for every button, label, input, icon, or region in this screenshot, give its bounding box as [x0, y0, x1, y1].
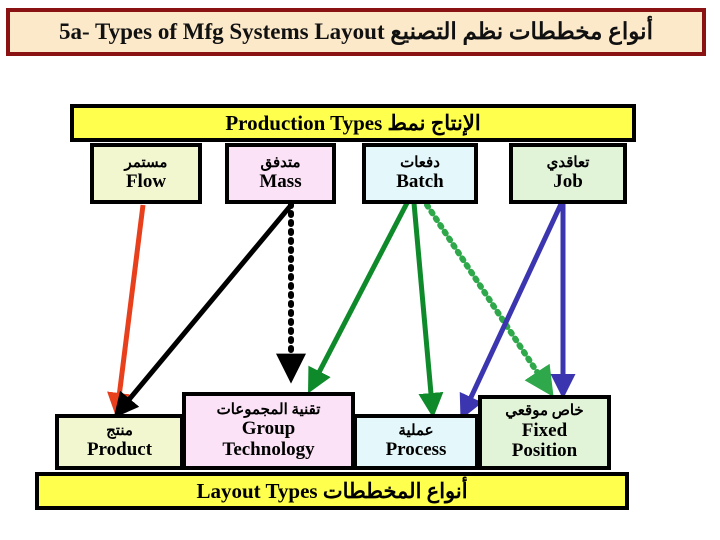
node-layout-group-technology-english-1: Group Technology — [222, 418, 315, 460]
page-title-banner: 5a- Types of Mfg Systems Layout أنواع مخ… — [6, 8, 706, 56]
arrow-batch-to-group-technology — [308, 201, 410, 394]
node-layout-process[interactable]: عملية Process — [353, 414, 479, 470]
node-layout-process-arabic: عملية — [398, 423, 434, 440]
node-layout-product-english: Product — [86, 439, 153, 461]
node-production-mass-english: Mass — [259, 170, 302, 192]
node-production-job-arabic: تعاقدي — [546, 154, 590, 171]
node-production-batch-arabic: دفعات — [400, 154, 440, 171]
node-layout-group-technology[interactable]: تقنية المجموعات Group Technology — [182, 392, 355, 470]
node-layout-fixed-position-arabic: خاص موقعي — [505, 403, 584, 420]
node-layout-product-arabic: منتج — [106, 423, 133, 440]
node-production-batch[interactable]: دفعات Batch — [362, 143, 478, 204]
node-production-job[interactable]: تعاقدي Job — [509, 143, 627, 204]
arrow-flow-to-product — [107, 204, 146, 418]
node-production-flow[interactable]: مستمر Flow — [90, 143, 202, 204]
node-layout-product[interactable]: منتج Product — [55, 414, 184, 470]
production-types-header-bar: Production Types الإنتاج نمط — [70, 104, 636, 142]
arrow-job-to-process — [459, 202, 564, 420]
arrow-batch-to-process — [411, 202, 444, 418]
node-production-mass-arabic: متدفق — [260, 154, 301, 171]
arrow-batch-to-fixed-position — [424, 202, 554, 398]
node-production-batch-english: Batch — [396, 170, 444, 192]
node-production-mass[interactable]: متدفق Mass — [225, 143, 336, 204]
page-title: 5a- Types of Mfg Systems Layout أنواع مخ… — [59, 19, 653, 44]
node-layout-group-technology-arabic: تقنية المجموعات — [216, 401, 321, 418]
layout-types-footer-label: Layout Types أنواع المخططات — [196, 478, 468, 503]
arrow-mass-to-product — [113, 202, 294, 418]
production-types-header-label: Production Types الإنتاج نمط — [225, 110, 481, 135]
node-production-flow-arabic: مستمر — [124, 154, 168, 171]
node-layout-process-english: Process — [385, 439, 447, 461]
layout-types-footer-bar: Layout Types أنواع المخططات — [35, 472, 629, 510]
node-production-job-english: Job — [553, 170, 583, 192]
node-layout-fixed-position-english: Fixed Position — [511, 419, 578, 462]
node-production-flow-english: Flow — [125, 170, 167, 192]
node-layout-fixed-position[interactable]: خاص موقعي Fixed Position — [478, 395, 611, 470]
